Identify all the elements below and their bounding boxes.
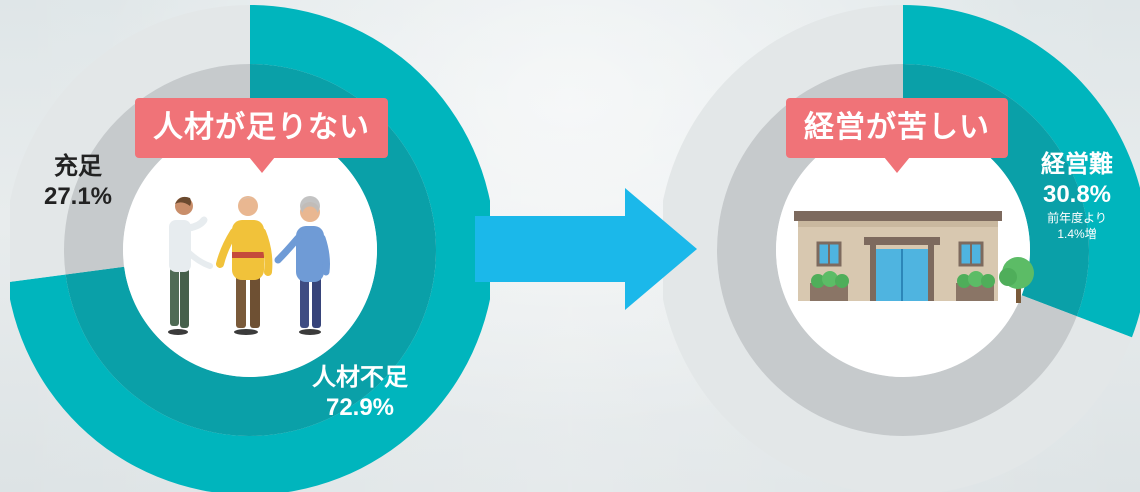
slice-note: 前年度より (1047, 211, 1107, 225)
slice-label-sufficient: 充足 27.1% (33, 152, 123, 212)
slice-label-shortage: 人材不足 72.9% (300, 363, 420, 423)
people-caregivers-illustration (168, 196, 330, 335)
callout-text: 人材が足りない (135, 98, 388, 158)
slice-note: 1.4%増 (1057, 226, 1097, 241)
tree-icon (999, 257, 1034, 303)
callout-staff-shortage: 人材が足りない (135, 98, 388, 173)
slice-label-management-difficulty: 経営難 30.8% 前年度より 1.4%増 (1024, 150, 1130, 242)
elderly-man-figure (216, 196, 273, 335)
slice-name: 人材不足 (312, 364, 408, 391)
callout-tail (884, 157, 910, 173)
donut-slice-outer-highlight (903, 5, 1140, 338)
donut-slice-outer-remainder (10, 5, 250, 282)
slice-name: 充足 (54, 153, 102, 180)
callout-management-difficulty: 経営が苦しい (786, 98, 1008, 173)
slice-name: 経営難 (1041, 151, 1113, 178)
callout-tail (248, 157, 275, 173)
arrow-right-icon (475, 188, 697, 310)
slice-value: 27.1% (43, 183, 113, 210)
young-man-figure (168, 196, 213, 335)
care-facility-building-icon (794, 211, 1034, 303)
slice-value: 30.8% (1042, 181, 1112, 208)
elderly-woman-figure (274, 196, 330, 335)
callout-text: 経営が苦しい (786, 98, 1008, 158)
slice-value: 72.9% (325, 394, 395, 421)
